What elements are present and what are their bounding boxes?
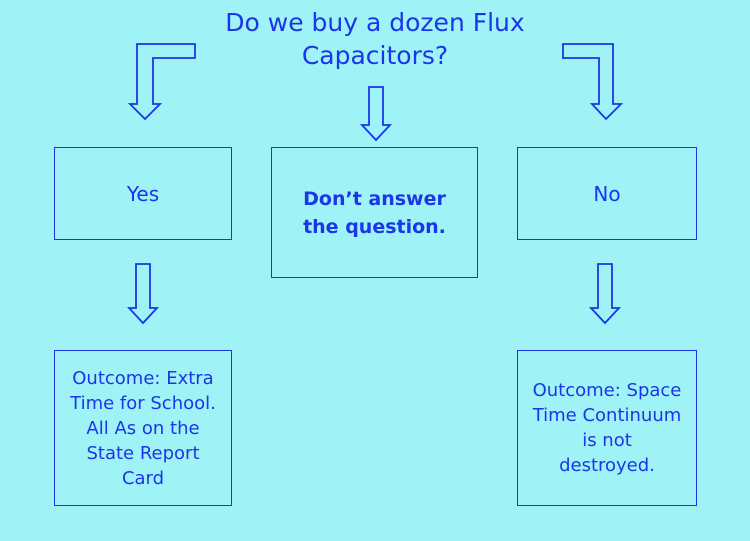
option-yes-label: Yes xyxy=(126,181,160,206)
outcome-yes-box: Outcome: Extra Time for School. All As o… xyxy=(54,350,232,506)
option-no-answer-box: Don’t answer the question. xyxy=(271,147,478,278)
option-no-label: No xyxy=(593,181,621,206)
arrow-no-to-outcome xyxy=(588,263,622,325)
option-no-box: No xyxy=(517,147,697,240)
arrow-to-no xyxy=(562,43,624,121)
arrow-to-yes xyxy=(127,43,196,121)
outcome-no-text: Outcome: Space Time Continuum is not des… xyxy=(532,380,682,476)
option-no-answer-label: Don’t answer the question. xyxy=(303,187,446,238)
outcome-yes-text: Outcome: Extra Time for School. All As o… xyxy=(70,367,216,489)
arrow-to-no-answer xyxy=(359,86,393,142)
diagram-title: Do we buy a dozen Flux Capacitors? xyxy=(225,8,525,70)
arrow-yes-to-outcome xyxy=(126,263,160,325)
outcome-no-box: Outcome: Space Time Continuum is not des… xyxy=(517,350,697,506)
option-yes-box: Yes xyxy=(54,147,232,240)
